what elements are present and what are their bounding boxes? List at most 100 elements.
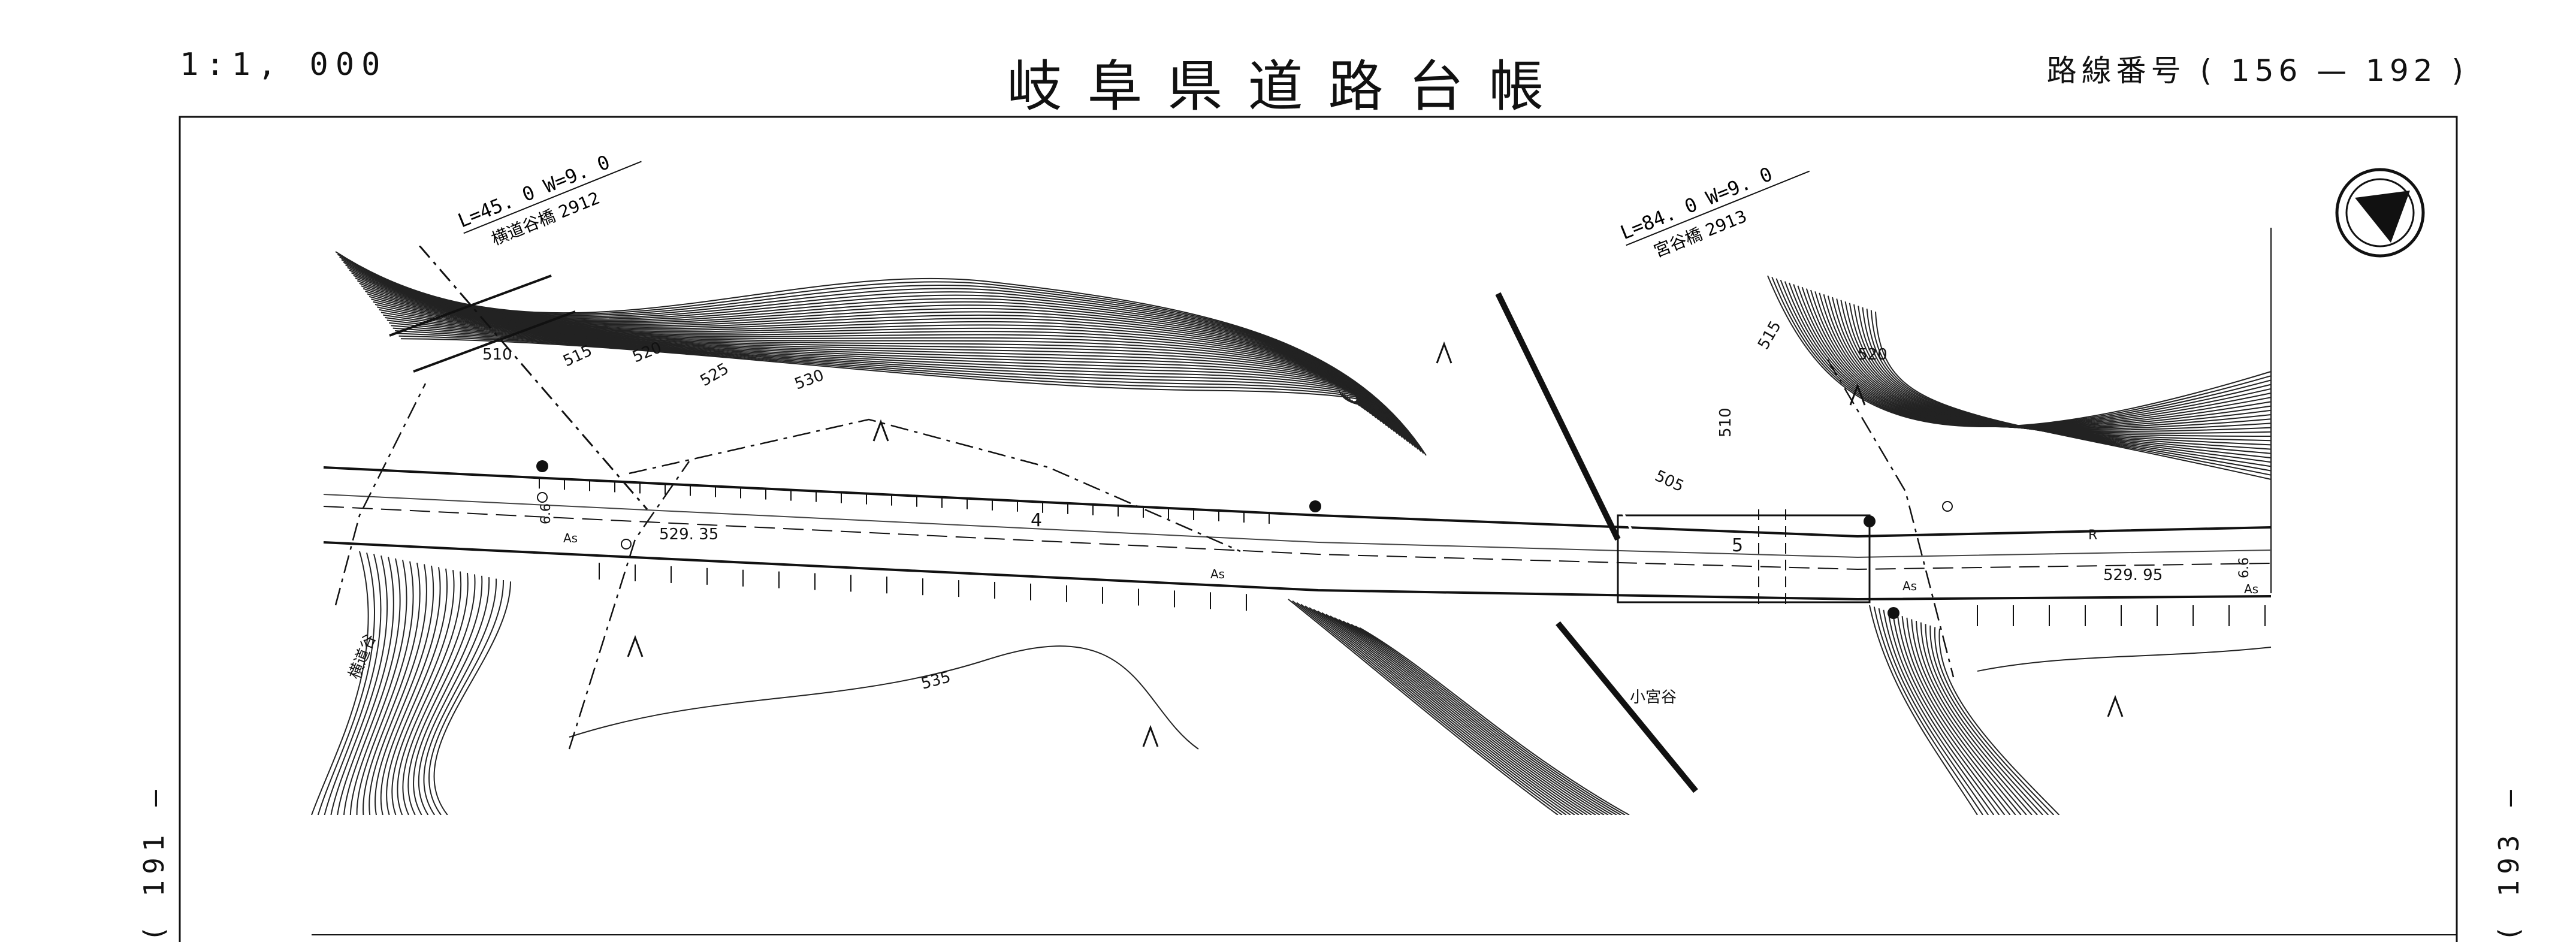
contour-line	[423, 578, 497, 815]
surface-label: As	[1210, 567, 1225, 581]
cut-slope-ticks	[599, 563, 2266, 626]
contour-line	[1313, 608, 1584, 815]
contour-line	[1901, 616, 2016, 815]
forest-mark	[1849, 383, 1866, 406]
surface-label: As	[563, 531, 578, 545]
sheet-frame	[179, 116, 2458, 942]
contour-lines-north	[335, 251, 2272, 480]
contour-line	[1359, 627, 1630, 815]
contour-line	[397, 571, 462, 815]
contour-line	[1925, 624, 2043, 815]
contour-line	[1296, 602, 1567, 815]
contour-line	[391, 570, 455, 815]
contour-line	[1793, 284, 2272, 428]
page-title: 岐阜県道路台帳	[1007, 55, 1569, 119]
contour-line	[1836, 298, 2272, 442]
contour-line	[402, 572, 469, 815]
contour-line	[1797, 285, 2272, 428]
contour-line	[1775, 278, 2272, 428]
contour-line	[1977, 647, 2272, 672]
contour-line	[1819, 292, 2272, 431]
contour-line	[330, 555, 388, 815]
contour-line	[1810, 289, 2272, 430]
contour-line	[569, 645, 1199, 750]
stream-name: 横道谷	[346, 632, 380, 682]
contour-line	[398, 335, 1369, 404]
contour-line	[386, 568, 448, 815]
contour-line	[1920, 622, 2038, 815]
contour-line	[1342, 620, 1613, 815]
contour-label: 535	[919, 668, 953, 693]
contour-line	[1292, 600, 1563, 815]
forest-symbol-icon	[627, 341, 2124, 747]
contour-line	[1844, 301, 2272, 450]
surface-label: As	[2244, 582, 2258, 596]
contour-line	[407, 574, 476, 815]
contour-line	[369, 564, 427, 815]
contour-line	[337, 557, 394, 815]
contour-line	[1300, 603, 1571, 815]
contour-line	[428, 579, 505, 815]
railway-track	[1495, 292, 1715, 793]
contour-line	[1330, 615, 1600, 815]
forest-mark	[627, 635, 644, 657]
contour-line	[1351, 624, 1621, 815]
contour-line	[1288, 599, 1559, 815]
bridge-left-structure	[389, 246, 648, 510]
forest-mark	[2107, 695, 2124, 717]
contour-label: 510	[1717, 407, 1735, 437]
contour-line	[1873, 606, 1983, 815]
contour-line	[397, 333, 1366, 404]
contour-line	[1321, 612, 1592, 815]
manhole-icon	[536, 460, 1899, 619]
contour-line	[1780, 279, 2272, 428]
map-scale: 1:1, 000	[180, 47, 388, 83]
surface-label: As	[1902, 579, 1917, 593]
pole-icon	[537, 492, 1953, 550]
contour-line	[1869, 605, 1978, 815]
contour-line	[1853, 304, 2272, 458]
contour-label: 520	[1858, 346, 1888, 364]
north-arrow-icon	[2335, 168, 2425, 258]
station-number: 5	[1732, 535, 1743, 556]
contour-line	[1916, 620, 2033, 815]
contour-line	[380, 567, 441, 815]
contour-line	[311, 551, 369, 815]
contour-line	[400, 338, 1372, 406]
contour-line	[1906, 617, 2022, 815]
misc-label: R	[2088, 528, 2097, 543]
contour-line	[1823, 294, 2272, 432]
contour-line	[1784, 281, 2272, 428]
contour-line	[1814, 291, 2272, 430]
contour-line	[1888, 611, 2000, 815]
contour-line	[1840, 300, 2272, 446]
contour-line	[1355, 625, 1626, 815]
contour-line	[1896, 614, 2011, 815]
elevation-point: 529. 95	[2103, 566, 2163, 584]
contour-line	[324, 554, 382, 815]
contour-line	[349, 560, 407, 815]
contour-line	[363, 563, 421, 815]
contour-line	[343, 558, 401, 815]
contour-line	[1883, 609, 1995, 815]
contour-line	[1911, 619, 2027, 815]
elevation-point: 529. 35	[659, 526, 718, 544]
stream-labels: 横道谷 小宮谷	[346, 632, 1677, 707]
contour-line	[1827, 295, 2272, 434]
contour-line	[1309, 607, 1580, 815]
contour-line	[1849, 303, 2272, 454]
contour-label: 505	[1652, 467, 1687, 496]
contour-line	[1866, 309, 2272, 472]
contour-line	[1878, 608, 1989, 815]
forest-mark	[1436, 341, 1452, 364]
contour-lines-south	[311, 551, 2272, 815]
contour-line	[1938, 628, 2060, 815]
contour-line	[317, 552, 376, 815]
route-number: 路線番号 ( 156 — 192 )	[2046, 53, 2468, 88]
contour-line	[1334, 617, 1605, 815]
contour-label: 525	[697, 360, 732, 390]
contour-line	[375, 565, 434, 815]
contour-line	[1304, 605, 1575, 815]
contour-line	[1892, 612, 2006, 815]
road-body	[323, 466, 2272, 601]
